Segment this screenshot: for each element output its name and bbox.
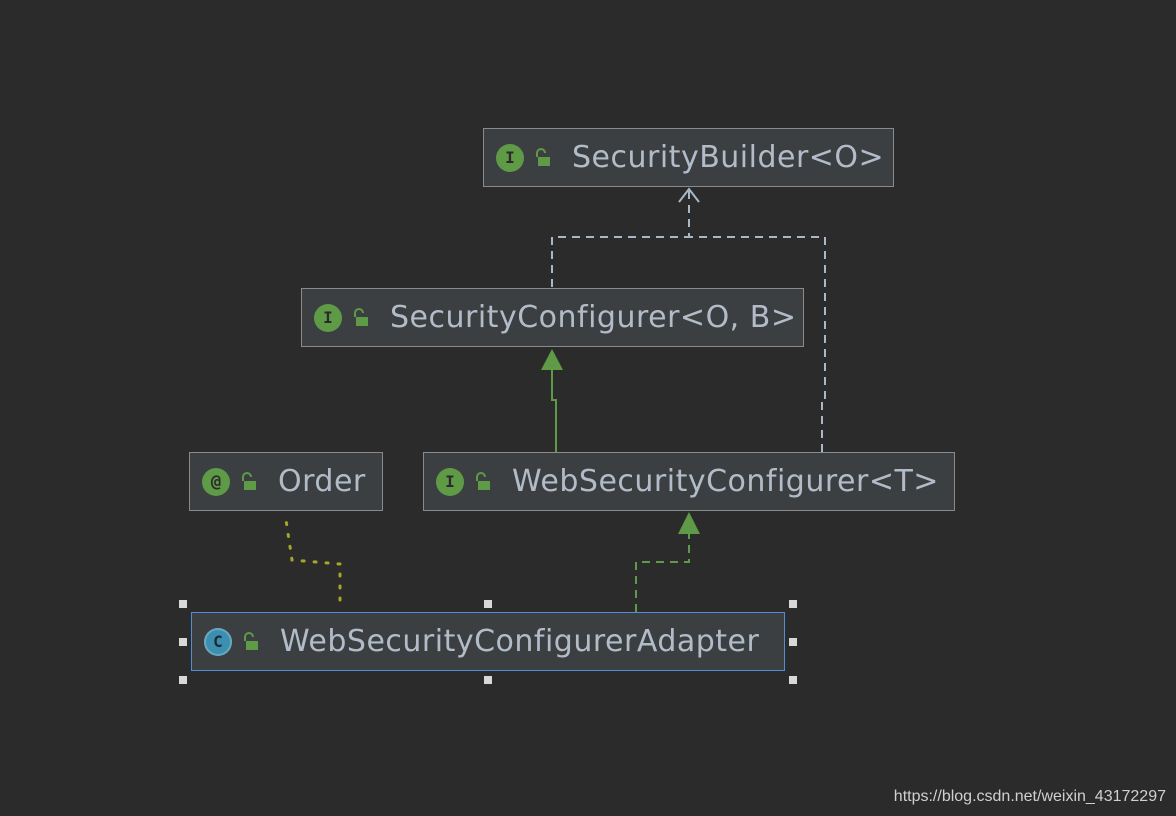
implements-arrowhead xyxy=(678,512,700,534)
edge-adapter-implements-websecurityconfigurer xyxy=(635,533,690,612)
dependency-arrowhead xyxy=(678,187,700,203)
open-lock-icon xyxy=(244,631,258,650)
open-lock-icon xyxy=(242,471,256,490)
node-order[interactable]: @ Order xyxy=(189,452,383,511)
resize-handle-top-right[interactable] xyxy=(789,600,797,608)
resize-handle-middle-right[interactable] xyxy=(789,638,797,646)
node-security-builder[interactable]: I SecurityBuilder<O> xyxy=(483,128,894,187)
abstract-class-icon: C xyxy=(204,627,232,656)
resize-handle-bottom-right[interactable] xyxy=(789,676,797,684)
edge-securityconfigurer-to-securitybuilder xyxy=(551,236,689,287)
node-label: Order xyxy=(278,464,366,499)
extends-arrowhead xyxy=(541,349,563,370)
node-label: WebSecurityConfigurer<T> xyxy=(512,464,939,499)
interface-icon: I xyxy=(314,303,342,332)
interface-icon: I xyxy=(496,143,524,172)
edge-adapter-annotated-by-order xyxy=(284,518,342,602)
edge-websecurityconfigurer-extends-securityconfigurer xyxy=(551,369,557,452)
open-lock-icon xyxy=(536,147,550,166)
resize-handle-bottom-center[interactable] xyxy=(484,676,492,684)
edge-websecurityconfigurer-to-securitybuilder xyxy=(688,189,826,452)
resize-handle-top-left[interactable] xyxy=(179,600,187,608)
open-lock-icon xyxy=(476,471,490,490)
resize-handle-bottom-left[interactable] xyxy=(179,676,187,684)
resize-handle-top-center[interactable] xyxy=(484,600,492,608)
open-lock-icon xyxy=(354,307,368,326)
node-label: SecurityConfigurer<O, B> xyxy=(390,300,797,335)
node-security-configurer[interactable]: I SecurityConfigurer<O, B> xyxy=(301,288,804,347)
node-label: SecurityBuilder<O> xyxy=(572,140,885,175)
node-label: WebSecurityConfigurerAdapter xyxy=(280,624,760,659)
resize-handle-middle-left[interactable] xyxy=(179,638,187,646)
watermark-url: https://blog.csdn.net/weixin_43172297 xyxy=(893,788,1166,805)
interface-icon: I xyxy=(436,467,464,496)
annotation-icon: @ xyxy=(202,467,230,496)
node-web-security-configurer[interactable]: I WebSecurityConfigurer<T> xyxy=(423,452,955,511)
node-web-security-configurer-adapter[interactable]: C WebSecurityConfigurerAdapter xyxy=(191,612,785,671)
